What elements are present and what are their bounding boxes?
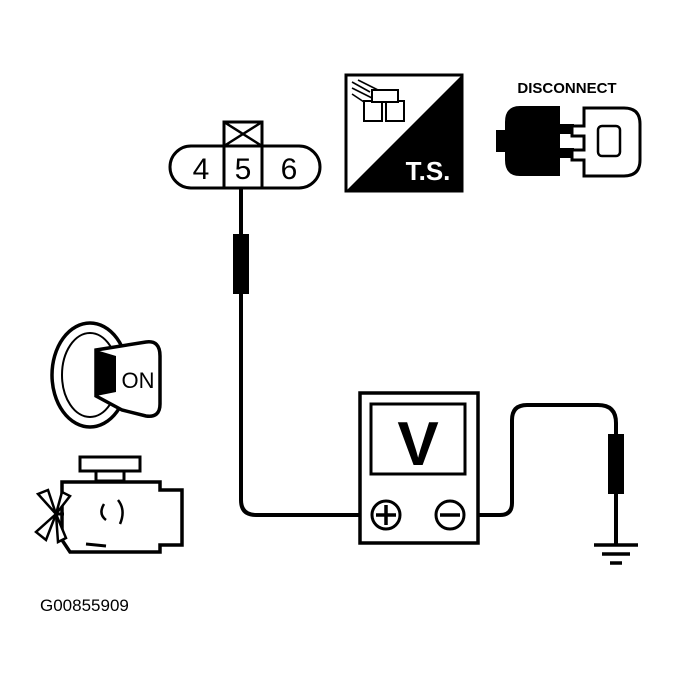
fan-icon xyxy=(34,488,72,544)
disconnect-label: DISCONNECT xyxy=(517,80,616,97)
voltmeter-unit-label: V xyxy=(397,410,438,479)
positive-test-lead xyxy=(233,188,372,517)
engine-icon xyxy=(34,455,184,554)
negative-terminal xyxy=(434,499,466,531)
harness-connector: 4 5 6 xyxy=(168,120,322,190)
negative-probe-sleeve xyxy=(608,434,624,494)
ignition-key-icon: ON xyxy=(50,321,162,429)
connector-pictogram-icon xyxy=(351,79,405,122)
negative-test-lead xyxy=(468,403,624,545)
positive-probe-sleeve xyxy=(233,234,249,294)
connector-pin-4: 4 xyxy=(193,153,210,186)
disconnect-icon-group: DISCONNECT xyxy=(496,80,642,178)
ground-icon xyxy=(594,543,638,565)
disconnect-connector-icon xyxy=(496,106,642,178)
ignition-on-label: ON xyxy=(122,368,155,393)
voltmeter: V xyxy=(358,391,480,545)
connector-pin-6: 6 xyxy=(281,153,298,186)
ts-harness-icon: T.S. xyxy=(344,73,464,193)
empty-cavity-marker xyxy=(222,120,264,148)
positive-terminal xyxy=(370,499,402,531)
connector-pin-5: 5 xyxy=(235,153,252,186)
ts-label: T.S. xyxy=(406,156,451,186)
figure-code: G00855909 xyxy=(40,596,129,615)
voltmeter-display xyxy=(369,402,467,476)
